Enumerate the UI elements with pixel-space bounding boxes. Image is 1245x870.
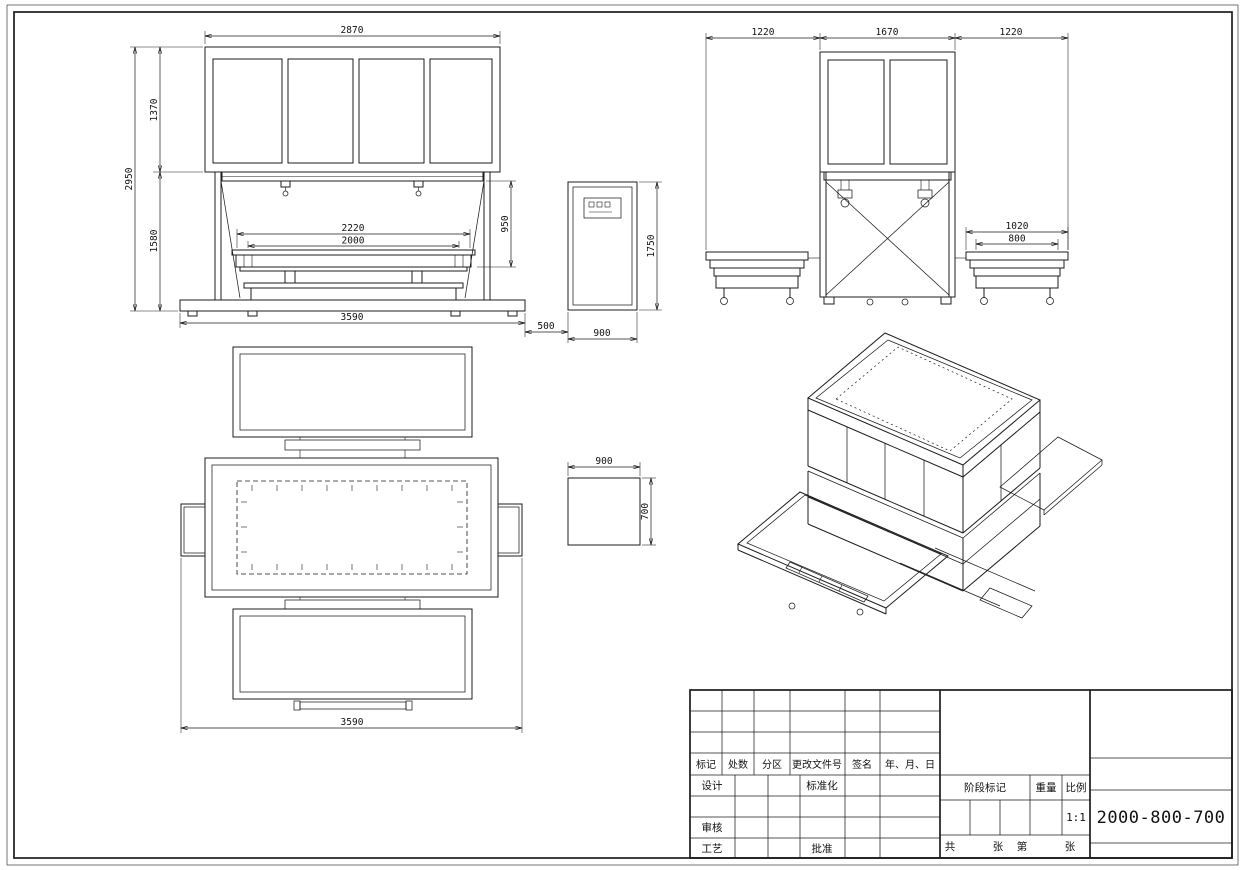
dim-front-cabinet-gap: 500 [537, 321, 554, 332]
dim-box-depth: 700 [640, 503, 651, 520]
tb-sheet-no-label: 第 [1017, 840, 1028, 853]
dim-front-belt-length: 2000 [342, 236, 365, 247]
plan-view: 3590 [180, 346, 523, 733]
control-cabinet [567, 181, 638, 311]
cabinet-plan-box: 900 700 [567, 456, 656, 546]
tb-weight-label: 重量 [1036, 781, 1058, 794]
side-body [819, 171, 956, 306]
dim-box-width: 900 [595, 456, 612, 467]
plan-upper-table [232, 346, 473, 458]
dim-front-hood-width: 2870 [341, 25, 364, 36]
dim-front-table-length: 2220 [342, 223, 365, 234]
dim-side-body-width: 1670 [876, 27, 899, 38]
tb-drawing-number: 2000-800-700 [1097, 808, 1226, 828]
tb-stage-mark-label: 阶段标记 [964, 781, 1006, 794]
dim-side-left-ext: 1220 [752, 27, 775, 38]
front-dimensions: 2870 1370 2950 1580 2220 2000 950 [124, 25, 662, 343]
tb-header-mark: 标记 [696, 759, 716, 771]
side-view: 1220 1670 1220 1020 800 [705, 27, 1069, 306]
front-view: 2870 1370 2950 1580 2220 2000 950 [124, 25, 662, 343]
dim-front-table-height: 950 [500, 215, 511, 232]
front-columns [214, 172, 491, 300]
dim-front-hood-height: 1370 [149, 98, 160, 121]
front-beam [221, 171, 484, 197]
tb-header-count: 处数 [728, 758, 748, 771]
isometric-view [737, 332, 1103, 619]
dim-front-total-height: 2950 [124, 167, 135, 190]
dim-front-cabinet-width: 900 [593, 328, 610, 339]
dim-side-right-ext: 1220 [1000, 27, 1023, 38]
front-base [179, 299, 526, 317]
dim-front-base-length: 3590 [341, 312, 364, 323]
tb-sheet-no-unit: 张 [1065, 841, 1076, 853]
tb-role-process: 工艺 [702, 843, 723, 855]
tb-role-standardization: 标准化 [806, 779, 838, 792]
front-conveyor-table [231, 249, 476, 300]
dim-front-cabinet-height: 1750 [646, 234, 657, 257]
side-right-table [955, 251, 1069, 305]
tb-scale-value: 1:1 [1066, 811, 1086, 824]
plan-main-body [180, 457, 523, 598]
side-hood [819, 51, 956, 173]
front-hood [204, 46, 501, 173]
tb-role-approval: 批准 [812, 842, 833, 855]
tb-role-review: 审核 [702, 821, 723, 834]
dim-plan-overall-length: 3590 [341, 717, 364, 728]
plan-dimensions: 3590 [180, 558, 523, 733]
tb-header-change-doc-no: 更改文件号 [792, 758, 842, 771]
tb-header-signature: 签名 [852, 758, 872, 771]
tb-header-zone: 分区 [762, 759, 782, 771]
tb-sheets-total-unit: 张 [993, 841, 1004, 853]
side-dimensions: 1220 1670 1220 1020 800 [705, 27, 1069, 250]
tb-role-design: 设计 [702, 779, 723, 792]
side-left-table [705, 251, 820, 305]
tb-scale-label: 比例 [1066, 781, 1087, 794]
dim-side-table-width: 1020 [1006, 221, 1029, 232]
plan-lower-table [232, 597, 473, 711]
tb-sheets-total-label: 共 [945, 841, 956, 853]
dim-front-body-height: 1580 [149, 229, 160, 252]
title-block: 标记 处数 分区 更改文件号 签名 年、月、日 设计 标准化 审核 工艺 批准 … [689, 689, 1233, 859]
sheet-border [6, 4, 1239, 866]
dim-side-belt-width: 800 [1008, 234, 1025, 245]
tb-header-date: 年、月、日 [885, 758, 935, 771]
